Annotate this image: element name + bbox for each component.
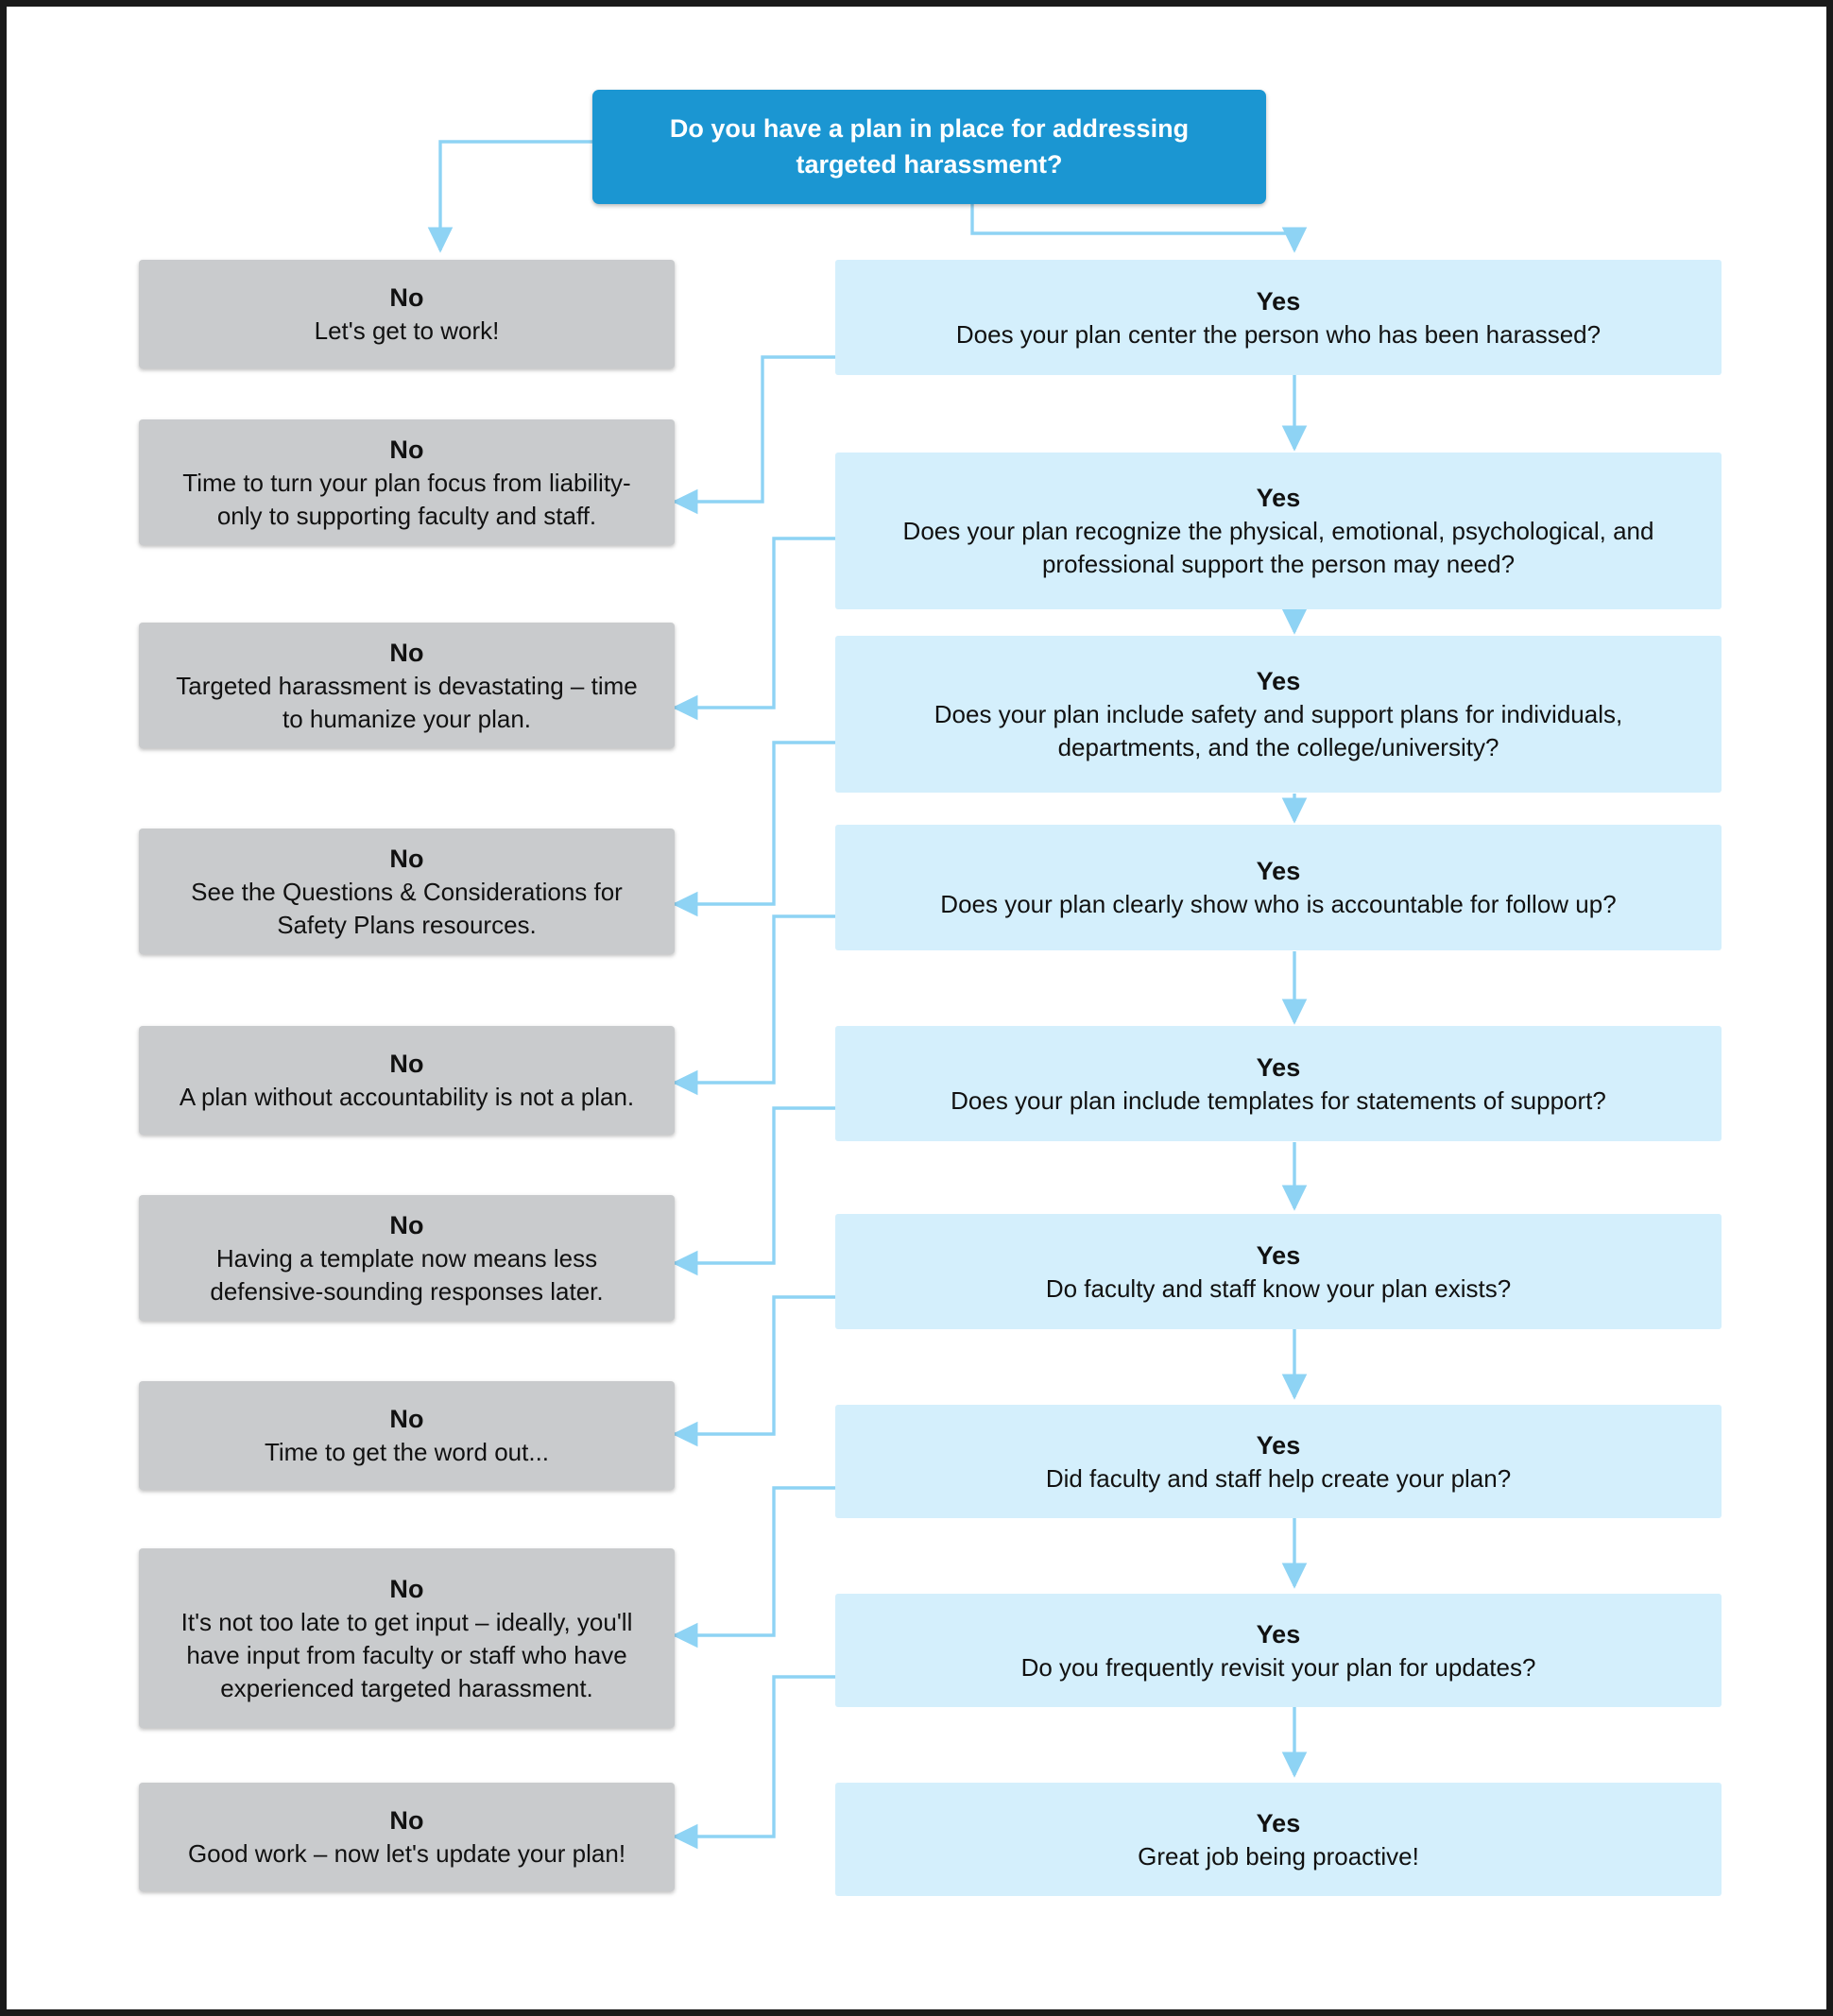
- yes-node-2-branch: Yes: [1256, 484, 1301, 513]
- yes-node-7-branch: Yes: [1256, 1430, 1301, 1460]
- no-node-7-body: Time to get the word out...: [264, 1438, 550, 1467]
- yes-node-6-branch: Yes: [1256, 1240, 1301, 1270]
- no-node-8-body: It's not too late to get input – ideally…: [180, 1607, 633, 1702]
- yes-node-5-branch: Yes: [1256, 1052, 1301, 1082]
- yes-node-8-body: Do you frequently revisit your plan for …: [1020, 1652, 1536, 1682]
- no-node-1-body: Let's get to work!: [314, 316, 500, 346]
- connector-yes-3-to-no-4: [672, 741, 845, 917]
- no-node-6-branch: No: [389, 1210, 424, 1239]
- no-node-9-branch: No: [389, 1806, 424, 1835]
- no-node-5[interactable]: No A plan without accountability is not …: [139, 1026, 675, 1135]
- no-node-9-body: Good work – now let's update your plan!: [187, 1839, 626, 1869]
- flowchart-canvas: Do you have a plan in place for addressi…: [7, 7, 1826, 2009]
- no-node-6[interactable]: No Having a template now means less defe…: [139, 1195, 675, 1321]
- yes-node-9[interactable]: Yes Great job being proactive!: [835, 1783, 1722, 1896]
- yes-node-7-body: Did faculty and staff help create your p…: [1045, 1463, 1512, 1493]
- no-node-7-branch: No: [389, 1405, 424, 1433]
- yes-node-3[interactable]: Yes Does your plan include safety and su…: [835, 636, 1722, 793]
- no-node-5-body: A plan without accountability is not a p…: [179, 1083, 635, 1112]
- connector-yes-4-to-no-5: [672, 914, 845, 1096]
- no-node-4-body: See the Questions & Considerations for S…: [191, 877, 623, 939]
- connector-yes-2-to-no-3: [672, 537, 845, 721]
- yes-node-5-body: Does your plan include templates for sta…: [951, 1085, 1606, 1115]
- start-node[interactable]: Do you have a plan in place for addressi…: [592, 90, 1266, 204]
- connector-yes-8-to-no-9: [672, 1675, 845, 1850]
- no-node-8[interactable]: No It's not too late to get input – idea…: [139, 1548, 675, 1728]
- yes-node-1[interactable]: Yes Does your plan center the person who…: [835, 260, 1722, 375]
- start-node-label: Do you have a plan in place for addressi…: [669, 113, 1190, 179]
- yes-node-6-body: Do faculty and staff know your plan exis…: [1045, 1273, 1512, 1303]
- no-node-7[interactable]: No Time to get the word out...: [139, 1381, 675, 1490]
- yes-node-2[interactable]: Yes Does your plan recognize the physica…: [835, 453, 1722, 609]
- no-node-5-branch: No: [389, 1050, 424, 1078]
- no-node-3-branch: No: [389, 638, 424, 667]
- yes-node-5[interactable]: Yes Does your plan include templates for…: [835, 1026, 1722, 1141]
- no-node-9[interactable]: No Good work – now let's update your pla…: [139, 1783, 675, 1891]
- yes-node-9-body: Great job being proactive!: [1138, 1841, 1419, 1871]
- yes-node-4-branch: Yes: [1256, 857, 1301, 885]
- connector-yes-6-to-no-7: [672, 1295, 845, 1447]
- no-node-3-body: Targeted harassment is devastating – tim…: [176, 671, 638, 733]
- yes-node-8-branch: Yes: [1256, 1619, 1301, 1649]
- connector-start-to-no-1: [427, 140, 592, 253]
- yes-node-7[interactable]: Yes Did faculty and staff help create yo…: [835, 1405, 1722, 1518]
- yes-node-2-body: Does your plan recognize the physical, e…: [902, 517, 1654, 579]
- yes-node-8[interactable]: Yes Do you frequently revisit your plan …: [835, 1594, 1722, 1707]
- yes-node-3-body: Does your plan include safety and suppor…: [934, 700, 1623, 762]
- no-node-2[interactable]: No Time to turn your plan focus from lia…: [139, 419, 675, 545]
- connector-yes-1-to-no-2: [672, 355, 845, 515]
- no-node-2-body: Time to turn your plan focus from liabil…: [182, 468, 631, 530]
- connector-yes-7-to-no-8: [672, 1486, 845, 1649]
- yes-node-4[interactable]: Yes Does your plan clearly show who is a…: [835, 825, 1722, 950]
- no-node-1-branch: No: [389, 283, 424, 312]
- yes-node-1-body: Does your plan center the person who has…: [955, 319, 1602, 349]
- no-node-4[interactable]: No See the Questions & Considerations fo…: [139, 829, 675, 954]
- yes-node-1-branch: Yes: [1256, 286, 1301, 316]
- yes-node-3-branch: Yes: [1256, 667, 1301, 696]
- no-node-6-body: Having a template now means less defensi…: [210, 1243, 604, 1306]
- no-node-8-branch: No: [389, 1574, 424, 1603]
- no-node-4-branch: No: [389, 844, 424, 873]
- no-node-3[interactable]: No Targeted harassment is devastating – …: [139, 623, 675, 748]
- no-node-1[interactable]: No Let's get to work!: [139, 260, 675, 368]
- connector-yes-5-to-no-6: [672, 1106, 845, 1276]
- no-node-2-branch: No: [389, 435, 424, 464]
- yes-node-6[interactable]: Yes Do faculty and staff know your plan …: [835, 1214, 1722, 1329]
- connector-start-to-yes-1: [970, 203, 1308, 253]
- yes-node-4-body: Does your plan clearly show who is accou…: [940, 890, 1617, 919]
- yes-node-9-branch: Yes: [1256, 1808, 1301, 1837]
